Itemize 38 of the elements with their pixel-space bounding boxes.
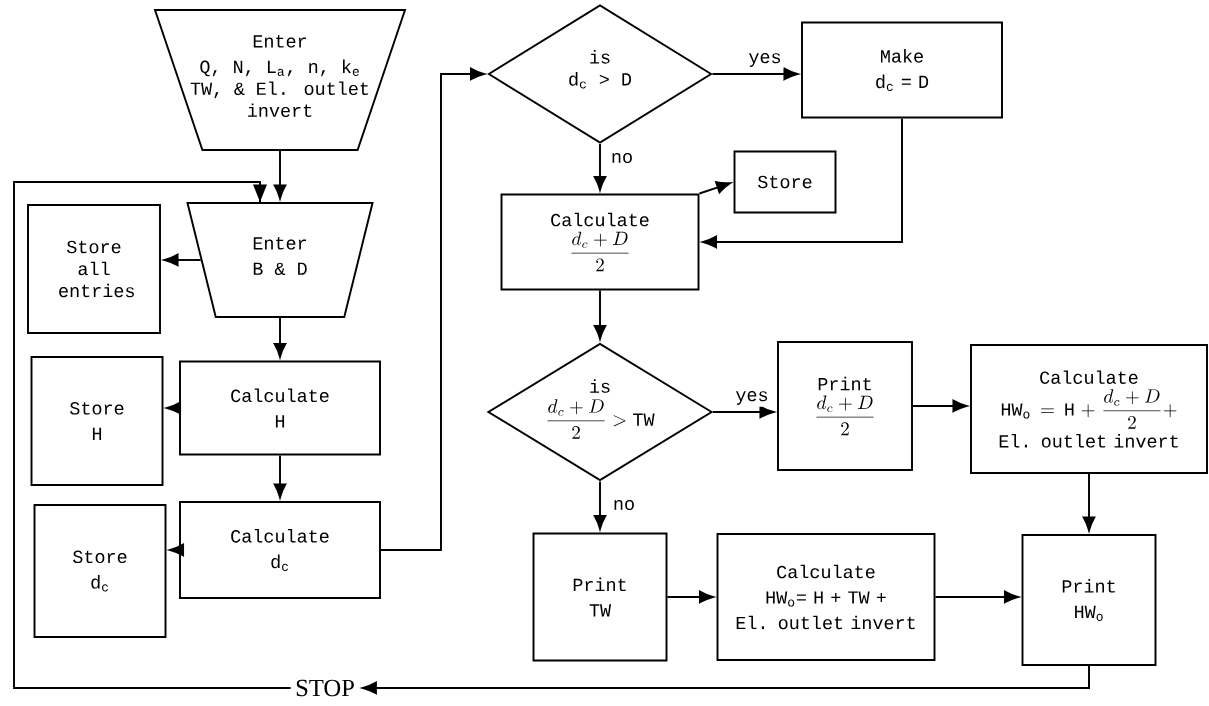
arrow [593, 480, 607, 530]
print-box: Print HW$_{o}$ [1021, 534, 1157, 666]
arrow [912, 399, 968, 413]
arrow [593, 289, 607, 340]
arrow [712, 405, 775, 419]
edge-label: no [611, 498, 637, 512]
stop-label: STOP [291, 676, 359, 700]
arrow [362, 665, 1090, 695]
print-box: Print TW [532, 532, 668, 662]
arrow [702, 117, 903, 249]
process-box: Calculate $\frac{d_c + D}{2}$ [500, 193, 700, 291]
print-box: Print $\frac{d_c + D}{2}$ [777, 341, 913, 471]
process-box: Calculate HW$_{o}$= H + TW + El. outlet invert [716, 533, 936, 661]
store-box: Store d$_{c}$ [33, 504, 167, 638]
arrow [934, 590, 1019, 604]
input-trapezoid: Enter B & D [186, 202, 374, 318]
process-box: Make d$_{c}$ = D [801, 21, 1003, 119]
process-box: Calculate $\mathrm{HW_o} = \mathrm{H} + \frac{d_c + D}{2} +$ El. outlet invert [970, 344, 1208, 474]
arrow [698, 181, 731, 195]
arrow [711, 67, 799, 81]
arrow [593, 143, 607, 191]
arrow [1082, 473, 1096, 532]
arrow [273, 317, 287, 358]
process-box: Calculate H [179, 360, 381, 456]
arrow [666, 590, 714, 604]
edge-label: no [609, 151, 635, 165]
edge-label: yes [746, 51, 784, 69]
arrow [163, 253, 202, 267]
arrow [166, 401, 182, 415]
arrow [273, 454, 287, 499]
process-box: Calculate d$_{c}$ [179, 501, 381, 599]
arrow [380, 67, 485, 551]
store-box: Store all entries [27, 204, 161, 334]
store-box: Store H [30, 356, 164, 486]
arrow [273, 150, 287, 200]
edge-label: yes [733, 389, 771, 407]
arrow [169, 543, 185, 557]
store-box: Store [733, 150, 837, 214]
